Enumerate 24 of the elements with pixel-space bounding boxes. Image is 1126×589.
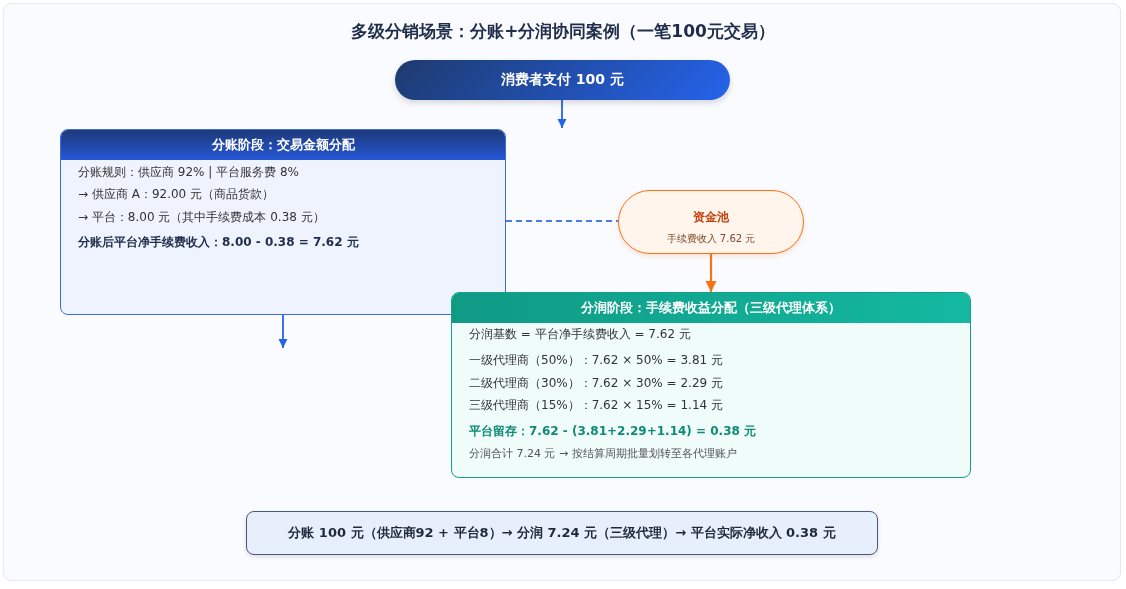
- share-line: 三级代理商（15%）：7.62 × 15% = 1.14 元: [469, 397, 723, 414]
- header-bar: 分账阶段：交易金额分配: [61, 130, 505, 160]
- header-bar: 分润阶段：手续费收益分配（三级代理体系）: [452, 293, 970, 323]
- stage-panel: [451, 292, 971, 478]
- stage-panel: [60, 129, 506, 315]
- base-text: 分润基数 = 平台净手续费收入 = 7.62 元: [469, 326, 691, 343]
- diagram-title: 多级分销场景：分账+分润协同案例（一笔100元交易）: [350, 20, 776, 43]
- share-line: 二级代理商（30%）：7.62 × 30% = 2.29 元: [469, 375, 723, 392]
- retain-text: 平台留存：7.62 - (3.81+2.29+1.14) = 0.38 元: [469, 423, 757, 440]
- pool-note: 手续费收入 7.62 元: [665, 232, 757, 246]
- arrow: [705, 254, 717, 292]
- summary-box: 分账 100 元（供应商92 + 平台8）→ 分润 7.24 元（三级代理）→ 平台实际净收入 0.38 元: [246, 511, 878, 555]
- result-text: 分账后平台净手续费收入：8.00 - 0.38 = 7.62 元: [78, 234, 359, 251]
- split-line: → 平台：8.00 元（其中手续费成本 0.38 元）: [78, 209, 325, 226]
- split-line: → 供应商 A：92.00 元（商品货款）: [78, 186, 275, 203]
- connector-line: [505, 220, 619, 222]
- pool-pill: [618, 190, 804, 254]
- start-pill: 消费者支付 100 元: [395, 60, 730, 100]
- share-line: 一级代理商（50%）：7.62 × 50% = 3.81 元: [469, 352, 723, 369]
- arrow: [557, 99, 567, 129]
- arrow: [278, 314, 288, 349]
- rule-text: 分账规则：供应商 92% | 平台服务费 8%: [78, 164, 299, 181]
- pool-title: 资金池: [692, 209, 730, 226]
- note-text: 分润合计 7.24 元 → 按结算周期批量划转至各代理账户: [469, 446, 737, 461]
